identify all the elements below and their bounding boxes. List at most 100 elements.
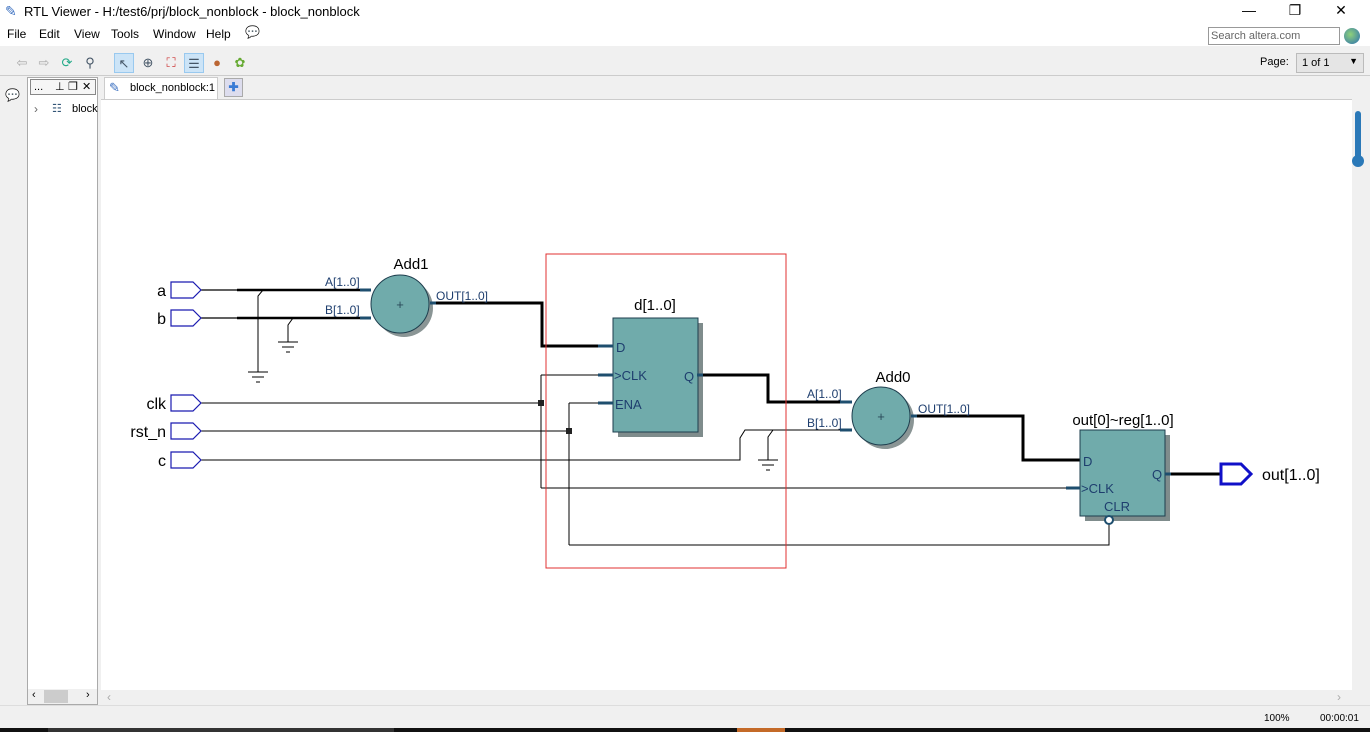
- page-select[interactable]: 1 of 1▼: [1296, 53, 1364, 73]
- port-q: Q: [684, 369, 694, 384]
- bus-ab: [237, 288, 371, 320]
- zoom-tool-icon[interactable]: ⊕: [142, 55, 154, 70]
- port-a: A[1..0]: [325, 275, 360, 289]
- status-bar: 100% 00:00:01: [0, 705, 1370, 728]
- input-pin-c: [170, 451, 202, 469]
- inverter-bubble: [1104, 515, 1114, 525]
- search-input[interactable]: Search altera.com: [1208, 27, 1340, 45]
- junction: [538, 400, 544, 406]
- port-q: Q: [1152, 467, 1162, 482]
- minimize-button[interactable]: —: [1242, 2, 1256, 18]
- pin-label-clk: clk: [146, 396, 167, 413]
- port-ena: ENA: [615, 397, 642, 412]
- zoom-slider-track[interactable]: [1355, 111, 1361, 163]
- port-b: B[1..0]: [325, 303, 360, 317]
- menu-help[interactable]: Help: [206, 27, 231, 41]
- taskbar-item[interactable]: [48, 728, 394, 732]
- wire-c: [201, 429, 852, 461]
- hierarchy-list-icon[interactable]: ☰: [184, 53, 204, 73]
- find-icon[interactable]: ⚲: [85, 55, 95, 70]
- globe-icon[interactable]: [1344, 28, 1360, 44]
- scroll-left-icon[interactable]: ‹: [32, 689, 36, 701]
- panel-title: ...: [34, 81, 44, 93]
- port-b: B[1..0]: [807, 416, 842, 430]
- scroll-left-icon[interactable]: ‹: [107, 690, 111, 704]
- scroll-thumb[interactable]: [44, 690, 68, 703]
- pin-label-a: a: [157, 283, 166, 300]
- junction: [566, 428, 572, 434]
- menu-file[interactable]: File: [7, 27, 27, 41]
- toolbar: ⇦ ⇨ ⟳ ⚲ ↖ ⊕ ⛶ ☰ ● ✿ Page: 1 of 1▼: [0, 48, 1370, 76]
- back-icon[interactable]: ⇦: [16, 55, 28, 70]
- elapsed-time: 00:00:01: [1320, 713, 1359, 724]
- hierarchy-icon: ☷: [52, 103, 62, 115]
- select-tool-icon[interactable]: ↖: [114, 53, 134, 73]
- hierarchy-panel: › ☷ block ‹ ›: [27, 77, 98, 705]
- zoom-slider-thumb[interactable]: [1352, 155, 1364, 167]
- register-name: out[0]~reg[1..0]: [1072, 412, 1173, 429]
- input-pin-rst-n: [170, 422, 202, 440]
- wire-add1-out: [430, 301, 613, 348]
- clock-edge-icon: >: [614, 368, 622, 383]
- close-panel-icon[interactable]: ✕: [82, 81, 92, 93]
- menu-window[interactable]: Window: [153, 27, 196, 41]
- port-d: D: [616, 340, 625, 355]
- taskbar-item[interactable]: [737, 728, 785, 732]
- port-a: A[1..0]: [807, 387, 842, 401]
- restore-button[interactable]: ❐: [1288, 2, 1302, 18]
- clock-edge-icon: >: [1081, 481, 1089, 496]
- panel-hscrollbar[interactable]: ‹ ›: [28, 689, 97, 704]
- taskbar: [0, 728, 1370, 732]
- add-tab-button[interactable]: ✚: [224, 78, 243, 97]
- menu-tools[interactable]: Tools: [111, 27, 140, 41]
- schematic-canvas[interactable]: [101, 99, 1352, 690]
- output-pin-out: [1219, 462, 1254, 486]
- adder-add1[interactable]: + Add1 A[1..0] B[1..0] OUT[1..0]: [325, 256, 488, 337]
- netlist-icon[interactable]: ●: [213, 55, 221, 70]
- fit-window-icon[interactable]: ⛶: [166, 55, 176, 70]
- menu-bar: File Edit View Tools Window Help 💬 Searc…: [0, 22, 1370, 46]
- input-pin-b: [170, 309, 202, 327]
- messages-icon[interactable]: 💬: [5, 88, 20, 102]
- ground-icon: [248, 341, 778, 471]
- horizontal-scrollbar[interactable]: ‹ ›: [101, 690, 1352, 705]
- expand-chevron-icon[interactable]: ›: [34, 102, 38, 116]
- technology-map-icon[interactable]: ✿: [234, 55, 246, 70]
- port-out: OUT[1..0]: [436, 289, 488, 303]
- input-pin-clk: [170, 394, 202, 412]
- page-value: 1 of 1: [1302, 57, 1330, 69]
- menu-edit[interactable]: Edit: [39, 27, 60, 41]
- scroll-right-icon[interactable]: ›: [1337, 690, 1341, 704]
- float-icon[interactable]: ❐: [68, 81, 78, 93]
- register-name: d[1..0]: [634, 297, 676, 314]
- vertical-scrollbar[interactable]: [1352, 99, 1366, 690]
- pin-label-c: c: [158, 453, 166, 470]
- forward-icon[interactable]: ⇨: [38, 55, 50, 70]
- menu-view[interactable]: View: [74, 27, 100, 41]
- tree-item-block[interactable]: block: [72, 103, 98, 115]
- pin-label-rst-n: rst_n: [130, 424, 166, 441]
- highlight-box: [545, 253, 787, 569]
- scroll-right-icon[interactable]: ›: [86, 689, 90, 701]
- wire-ground-branch: [257, 289, 294, 372]
- tab-block-nonblock[interactable]: ✎ block_nonblock:1: [104, 77, 218, 99]
- adder-add0[interactable]: + Add0 A[1..0] B[1..0] OUT[1..0]: [807, 369, 970, 449]
- pin-label-b: b: [157, 311, 166, 328]
- port-clr: CLR: [1104, 499, 1130, 514]
- tab-label: block_nonblock:1: [130, 82, 216, 94]
- register-d[interactable]: d[1..0] D >CLK ENA Q: [598, 297, 703, 437]
- register-out[interactable]: out[0]~reg[1..0] D >CLK CLR Q: [1066, 412, 1174, 525]
- rtl-viewer-icon: ✎: [109, 80, 120, 95]
- pin-label-out: out[1..0]: [1262, 467, 1320, 484]
- adder-name: Add0: [875, 369, 910, 386]
- input-pin-a: [170, 281, 202, 299]
- wire-rst-n: [201, 402, 1110, 546]
- pin-icon[interactable]: ⊥: [55, 81, 65, 93]
- refresh-icon[interactable]: ⟳: [61, 55, 73, 70]
- wire-d-q: [697, 373, 852, 404]
- port-out: OUT[1..0]: [918, 402, 970, 416]
- close-button[interactable]: ✕: [1335, 2, 1347, 18]
- feedback-icon[interactable]: 💬: [245, 25, 260, 39]
- page-label: Page:: [1260, 56, 1289, 68]
- left-dock-strip: 💬: [0, 77, 24, 705]
